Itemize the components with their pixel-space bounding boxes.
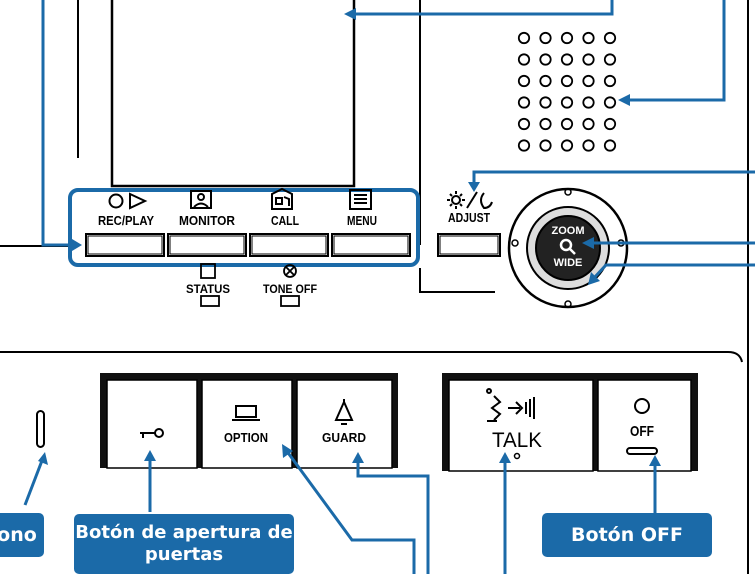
speaker-hole xyxy=(603,74,617,88)
off-label: OFF xyxy=(630,423,654,440)
play-icon xyxy=(108,192,148,210)
lower-buttons xyxy=(100,373,698,472)
speaker-hole xyxy=(560,74,574,88)
status-label: STATUS xyxy=(186,282,230,296)
lcd-screen xyxy=(110,0,356,188)
speaker-hole xyxy=(582,117,595,131)
monitor-button[interactable] xyxy=(167,233,247,257)
power-icon xyxy=(626,398,658,455)
talk-icon xyxy=(486,388,535,422)
speaker-hole xyxy=(560,139,574,152)
talk-label: TALK xyxy=(492,429,542,452)
speaker-hole xyxy=(517,139,531,152)
adjust-icon xyxy=(447,191,493,210)
callout-off-button: Botón OFF xyxy=(542,513,712,557)
button-group-highlight xyxy=(68,188,420,267)
adjust-label: ADJUST xyxy=(448,210,490,225)
speaker-hole xyxy=(517,53,531,66)
door-release-button[interactable] xyxy=(106,379,198,469)
speaker-hole xyxy=(539,31,552,45)
speaker-hole xyxy=(582,96,595,109)
option-icon xyxy=(232,405,260,421)
guard-label: GUARD xyxy=(322,430,366,445)
monitor-icon xyxy=(190,190,212,209)
wide-label: WIDE xyxy=(554,257,583,269)
speaker-hole xyxy=(539,139,552,152)
speaker-hole xyxy=(582,139,595,152)
call-icon xyxy=(271,187,293,210)
menu-icon xyxy=(349,189,372,210)
speaker-hole xyxy=(560,96,574,109)
call-label: CALL xyxy=(271,213,299,228)
speaker-hole xyxy=(582,53,595,66)
off-button[interactable] xyxy=(597,379,692,472)
speaker-hole xyxy=(560,117,574,131)
option-label: OPTION xyxy=(224,430,268,445)
speaker-hole xyxy=(517,31,531,45)
talk-indicator xyxy=(513,452,521,460)
speaker-hole xyxy=(517,117,531,131)
bell-icon xyxy=(334,399,354,425)
speaker-hole xyxy=(560,31,574,45)
option-button[interactable] xyxy=(201,379,293,469)
adjust-button[interactable] xyxy=(437,233,501,257)
zoom-dial[interactable] xyxy=(507,187,629,309)
talk-button[interactable] xyxy=(448,379,594,472)
speaker-hole xyxy=(539,53,552,66)
rec-play-button[interactable] xyxy=(85,233,165,257)
speaker-hole xyxy=(560,53,574,66)
speaker-hole xyxy=(603,53,617,66)
callout-door-release: Botón de apertura de puertas xyxy=(74,514,294,574)
callout-left-partial: ono xyxy=(0,513,44,557)
speaker-hole xyxy=(517,74,531,88)
key-icon xyxy=(140,428,164,438)
speaker-hole xyxy=(603,139,617,152)
speaker-grille xyxy=(517,31,617,152)
microphone-slot xyxy=(36,410,45,448)
speaker-hole xyxy=(539,74,552,88)
menu-label: MENU xyxy=(347,213,377,228)
monitor-label: MONITOR xyxy=(179,213,236,228)
speaker-hole xyxy=(582,74,595,88)
speaker-hole xyxy=(539,96,552,109)
status-indicator xyxy=(200,263,220,307)
zoom-icon xyxy=(559,238,576,255)
speaker-hole xyxy=(603,96,617,109)
speaker-hole xyxy=(539,117,552,131)
tone-off-label: TONE OFF xyxy=(263,282,317,296)
arrow-heads xyxy=(38,8,661,466)
speaker-hole xyxy=(603,31,617,45)
leader-lines xyxy=(23,0,755,574)
speaker-hole xyxy=(517,96,531,109)
call-button[interactable] xyxy=(249,233,329,257)
speaker-hole xyxy=(603,117,617,131)
menu-button[interactable] xyxy=(331,233,411,257)
tone-off-indicator xyxy=(280,264,300,307)
speaker-hole xyxy=(582,31,595,45)
button-strip xyxy=(85,233,411,257)
rec-play-label: REC/PLAY xyxy=(98,213,154,228)
zoom-label: ZOOM xyxy=(552,225,585,237)
